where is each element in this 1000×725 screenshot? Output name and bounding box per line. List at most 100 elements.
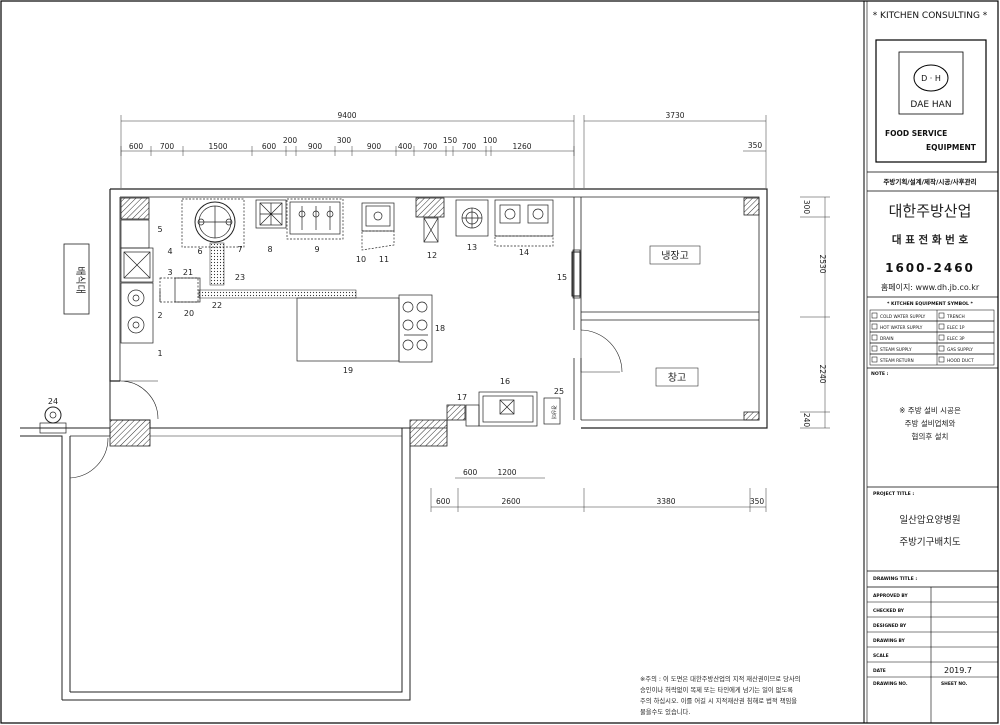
project-line-2: 주방기구배치도 — [899, 536, 960, 548]
dim-top-segment: 600 — [129, 142, 144, 151]
door-left — [119, 380, 159, 420]
symbol-label-left: STEAM SUPPLY — [880, 347, 912, 353]
symbol-label-left: HOT WATER SUPPLY — [880, 325, 923, 331]
dimension-lines — [120, 115, 830, 512]
item-number-label: 4 — [167, 247, 172, 256]
symbol-row — [869, 353, 995, 366]
homepage-text: 홈페이지: www.dh.jb.co.kr — [881, 282, 980, 292]
footer-line-3: 주의 하십시오. 이를 어길 시 지적재산권 침해로 법적 책임을 — [640, 696, 797, 705]
info-row-label: DESIGNED BY — [873, 623, 907, 629]
symbol-label-left: COLD WATER SUPPLY — [880, 314, 926, 320]
item-5-cabinet — [120, 219, 150, 249]
item-number-label: 3 — [167, 268, 172, 277]
room-storage-label: 창고 — [668, 372, 686, 384]
dim-top-segment: 1260 — [512, 142, 531, 151]
dim-top-segment: 1500 — [208, 142, 227, 151]
floor-plan — [20, 188, 768, 701]
logo-initials: D · H — [921, 74, 941, 83]
logo-name: DAE HAN — [910, 100, 951, 110]
dim-top-segment: 200 — [283, 136, 298, 145]
room-storage-box — [655, 367, 699, 387]
symbol-label-right: ELEC 1P — [947, 325, 965, 331]
dim-inner-600: 600 — [463, 468, 478, 477]
serving-counter-label: 배식대 — [74, 266, 86, 294]
footer-line-2: 승인이나 허락없이 복제 또는 타인에게 넘기는 일이 없도록 — [640, 685, 793, 694]
dim-top-segment: 600 — [262, 142, 277, 151]
item-number-label: 17 — [457, 393, 467, 402]
services-text: 주방기획/설계/제작/시공/사후관리 — [883, 177, 976, 186]
equipment — [39, 198, 581, 434]
note-line-2: 주방 설비업체와 — [905, 418, 956, 428]
sheet-no-label: SHEET NO. — [941, 681, 968, 687]
symbol-table: COLD WATER SUPPLY TRENCH HOT WATER SUPPLY E… — [869, 309, 995, 366]
item-number-label: 24 — [48, 397, 58, 406]
item-number-label: 7 — [237, 245, 242, 254]
symbol-icon — [871, 334, 878, 341]
symbol-label-right: TRENCH — [946, 314, 965, 320]
serving-counter — [63, 243, 90, 315]
logo-box — [875, 39, 987, 163]
info-row-label: CHECKED BY — [873, 608, 905, 614]
item-number-label: 9 — [314, 245, 319, 254]
item-number-label: 16 — [500, 377, 510, 386]
item-number-label: 10 — [356, 255, 366, 264]
item-number-label: 15 — [557, 273, 567, 282]
logo-circle-icon — [913, 64, 949, 92]
room-refrigerator-box — [649, 245, 701, 265]
item-number-label: 13 — [467, 243, 477, 252]
info-row-label: SCALE — [873, 653, 889, 659]
project-line-1: 일산압요양병원 — [899, 514, 960, 526]
item-number-label: 8 — [267, 245, 272, 254]
item-number-label: 21 — [183, 268, 193, 277]
project-title-label: PROJECT TITLE : — [873, 491, 914, 497]
symbol-icon — [871, 312, 878, 319]
symbol-label-right: HOOD DUCT — [947, 358, 974, 364]
dim-right-2240: 2240 — [818, 364, 827, 383]
footer-note: ※주의 : 이 도면은 대한주방산업의 지적 재산권이므로 당사의 승인이나 허… — [640, 674, 800, 716]
phone-label: 대 표 전 화 번 호 — [892, 233, 969, 246]
column-mid — [409, 419, 448, 447]
note-line-3: 협의후 설치 — [912, 431, 949, 441]
symbol-title: * KITCHEN EQUIPMENT SYMBOL * — [887, 301, 973, 307]
title-block: * KITCHEN CONSULTING * D · H DAE HAN FOO… — [863, 1, 998, 723]
item-number-label: 22 — [212, 301, 222, 310]
symbol-icon — [938, 334, 945, 341]
column-top-mid — [415, 197, 445, 218]
item-number-label: 12 — [427, 251, 437, 260]
symbol-icon — [938, 356, 945, 363]
dim-top-segment: 150 — [443, 136, 458, 145]
dim-bottom-3380: 3380 — [656, 497, 675, 506]
item-19-worktable — [296, 297, 400, 362]
dim-bottom-350: 350 — [750, 497, 765, 506]
food-service-line1: FOOD SERVICE — [885, 129, 947, 138]
symbol-label-right: ELEC 3P — [947, 336, 965, 342]
item-25-text: 경상대 — [550, 405, 557, 419]
dim-top-segment: 400 — [398, 142, 413, 151]
column-top-left — [120, 197, 150, 220]
dim-top-right-total: 3730 — [665, 111, 684, 120]
symbol-icon — [871, 356, 878, 363]
item-number-label: 19 — [343, 366, 353, 375]
dim-bottom-600: 600 — [436, 497, 451, 506]
item-number-label: 1 — [157, 349, 162, 358]
symbol-icon — [871, 345, 878, 352]
drawing-title-label: DRAWING TITLE : — [873, 576, 917, 582]
info-row-label: DATE — [873, 668, 886, 674]
room-refrigerator-label: 냉장고 — [661, 250, 689, 262]
column-item-17 — [446, 404, 466, 421]
symbol-icon — [871, 323, 878, 330]
dim-top-segment: 900 — [308, 142, 323, 151]
dim-top-total: 9400 — [337, 111, 356, 120]
symbol-icon — [938, 345, 945, 352]
dim-top-segment: 900 — [367, 142, 382, 151]
dim-top-segment: 100 — [483, 136, 498, 145]
item-number-label: 11 — [379, 255, 389, 264]
dim-top-segment: 300 — [337, 136, 352, 145]
item-number-label: 20 — [184, 309, 194, 318]
item-22-trench — [198, 289, 357, 299]
